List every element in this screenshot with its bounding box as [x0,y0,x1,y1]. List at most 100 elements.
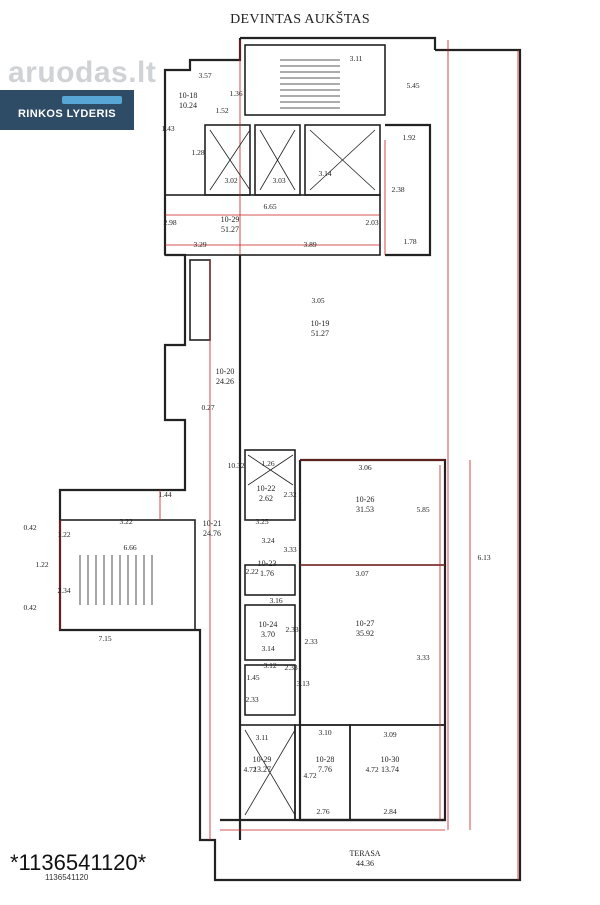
dimension-label: 0.42 [23,523,36,532]
wall-segment [244,664,296,716]
dimension-label: 2.98 [163,218,176,227]
dimension-label: 3.14 [261,644,274,653]
banner-text: RINKOS LYDERIS [17,108,117,120]
room-id: 10-20 [216,367,235,376]
dimension-label: 2.76 [316,807,329,816]
dimension-label: 2.03 [365,218,378,227]
room-area: 7.76 [318,765,332,774]
dimension-label: 1.92 [402,133,415,142]
room-area: 10.24 [179,101,197,110]
dimension-label: 1.28 [191,148,204,157]
room-id: 10-21 [203,519,222,528]
dimension-label: 3.11 [256,733,269,742]
room-labels: 10-1810.2410-2951.2710-1951.2710-2024.26… [179,91,400,868]
room-area: 24.76 [203,529,221,538]
shaft-cross [244,729,296,816]
room-area: 51.27 [221,225,239,234]
room-id: 10-30 [381,755,400,764]
wall-segment [385,123,432,257]
dimension-label: 6.65 [263,202,276,211]
room-id: 10-29 [221,215,240,224]
dimension-label: 3.03 [272,176,285,185]
dimension-label: 2.32 [283,490,296,499]
room-id: 10-27 [356,619,375,628]
wall-segment [240,36,437,50]
dimension-lines [59,40,519,880]
dimension-label: 0.42 [23,603,36,612]
room-area: 3.70 [261,630,275,639]
dimension-label: 2.33 [245,695,258,704]
dimension-label: 3.16 [269,596,282,605]
room-id: 10-22 [257,484,276,493]
dimension-label: 3.89 [303,240,316,249]
dimension-label: 2.38 [391,185,404,194]
wall-segment [299,564,446,726]
room-id: 10-23 [258,559,277,568]
stairs [79,59,376,816]
dimension-label: 5.45 [406,81,419,90]
dimension-label: 3.22 [119,517,132,526]
dimension-label: 6.66 [123,543,136,552]
shaft-cross [309,129,376,191]
dimension-label: 2.22 [245,567,258,576]
dimension-label: 2.33 [285,625,298,634]
room-area: 31.53 [356,505,374,514]
dimension-label: 5.85 [416,505,429,514]
dimension-label: 1.43 [161,124,174,133]
dimension-label: 3.10 [318,728,331,737]
room-id: 10-26 [356,495,375,504]
room-id: 10-19 [311,319,330,328]
dimension-label: 3.33 [416,653,429,662]
room-area: 44.36 [356,859,374,868]
dimension-label: 1.52 [215,106,228,115]
wall-segment [163,38,242,195]
dimension-label: 2.33 [284,663,297,672]
dimension-label: 2.33 [304,637,317,646]
dimension-label: 3.25 [255,517,268,526]
dimension-label: 3.02 [224,176,237,185]
room-id: TERASA [349,849,380,858]
dimension-label: 2.34 [57,586,70,595]
barcode-small: 1136541120 [45,873,89,882]
dimension-label: 1.22 [57,530,70,539]
room-area: 2.62 [259,494,273,503]
dimension-label: 3.09 [383,730,396,739]
dimension-label: 3.57 [198,71,211,80]
dimension-label: 4.72 [303,771,316,780]
room-id: 10-18 [179,91,198,100]
barcode-main: *1136541120* [10,850,147,875]
dimension-label: 4.72 [243,765,256,774]
dimension-label: 2.84 [383,807,396,816]
dimension-label: 3.06 [358,463,371,472]
dimension-label: 1.78 [403,237,416,246]
dimension-label: 10.32 [228,461,245,470]
walls [58,36,522,882]
dimension-label: 6.13 [477,553,490,562]
dimension-label: 3.05 [311,296,324,305]
dimension-label: 3.29 [193,240,206,249]
shaft-cross [259,129,296,191]
wall-segment [189,259,211,341]
wall-segment [244,449,296,521]
brand-banner: RINKOS LYDERIS [0,90,134,130]
dimension-label: 3.11 [350,54,363,63]
dimension-label: 4.72 [365,765,378,774]
room-area: 35.92 [356,629,374,638]
room-area: 13.74 [381,765,399,774]
wall-segment [244,564,296,596]
room-area: 24.26 [216,377,234,386]
dimension-label: 1.26 [261,459,274,468]
room-area: 13.27 [253,765,271,774]
room-area: 51.27 [311,329,329,338]
dimension-label: 0.27 [201,403,214,412]
room-id: 10-28 [316,755,335,764]
dimension-label: 1.44 [158,490,171,499]
shaft-cross [247,454,294,486]
dimension-label: 3.12 [263,661,276,670]
dimension-label: 3.14 [318,169,331,178]
page-title: DEVINTAS AUKŠTAS [230,12,370,27]
dimension-label: 1.22 [35,560,48,569]
